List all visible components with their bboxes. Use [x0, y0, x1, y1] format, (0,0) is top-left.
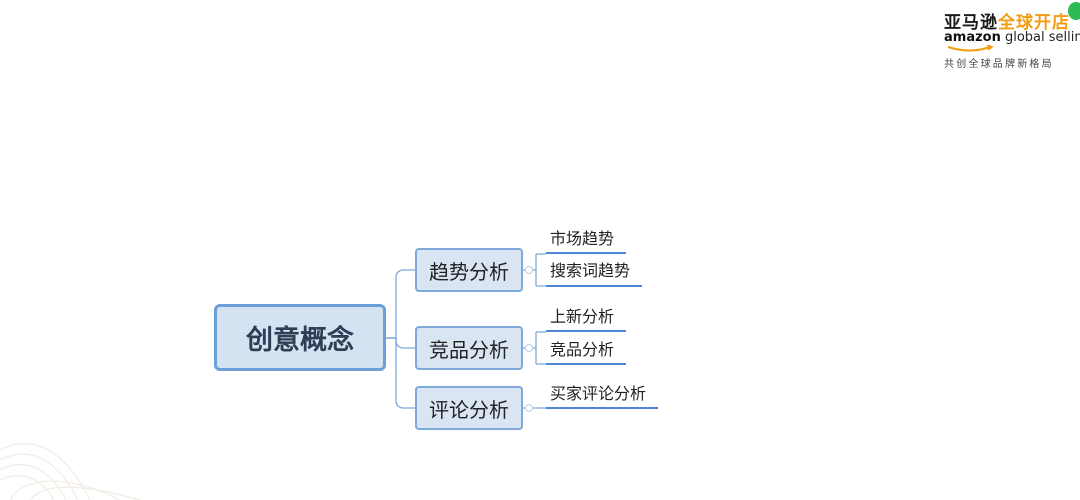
collapse-toggle-trend	[525, 266, 533, 274]
leaf-node-competitor-product-analysis[interactable]: 竞品分析	[550, 340, 615, 359]
logo-en-amazon: amazon	[944, 30, 1001, 45]
leaf-node-market-trend[interactable]: 市场趋势	[550, 229, 615, 248]
decorative-swirl	[0, 443, 141, 500]
connector-root-to-competitor	[386, 337, 415, 349]
amazon-smile-icon	[947, 45, 994, 52]
logo-cn-global-store: 全球开店	[998, 13, 1070, 33]
connector-root-to-review	[386, 337, 415, 409]
branch-node-competitor-analysis[interactable]: 竞品分析	[415, 326, 523, 370]
leaf-underline	[546, 363, 626, 365]
leaf-underline	[546, 252, 626, 254]
leaf-node-buyer-review-analysis[interactable]: 买家评论分析	[550, 384, 647, 403]
logo-slogan: 共创全球品牌新格局	[944, 59, 1054, 70]
logo-cn-amazon: 亚马逊	[944, 13, 998, 33]
logo-en-global-selling: global selling	[1004, 30, 1080, 45]
leaf-node-new-listing-analysis[interactable]: 上新分析	[550, 307, 615, 326]
logo-badge-icon	[1068, 2, 1080, 20]
branch-node-trend-analysis[interactable]: 趋势分析	[415, 248, 523, 292]
amazon-global-selling-logo: 亚马逊全球开店 amazon global selling 共创全球品牌新格局	[944, 2, 1080, 70]
root-node[interactable]: 创意概念	[214, 304, 386, 371]
leaf-underline	[546, 407, 658, 409]
logo-english-text: amazon global selling	[944, 30, 1080, 45]
collapse-toggle-competitor	[525, 344, 533, 352]
leaf-underline	[546, 285, 642, 287]
connector-root-to-trend	[386, 269, 415, 339]
branch-node-review-analysis[interactable]: 评论分析	[415, 386, 523, 430]
leaf-underline	[546, 330, 626, 332]
collapse-toggle-review	[525, 404, 533, 412]
logo-chinese-text: 亚马逊全球开店	[944, 8, 1070, 33]
leaf-node-search-term-trend[interactable]: 搜索词趋势	[550, 261, 631, 280]
